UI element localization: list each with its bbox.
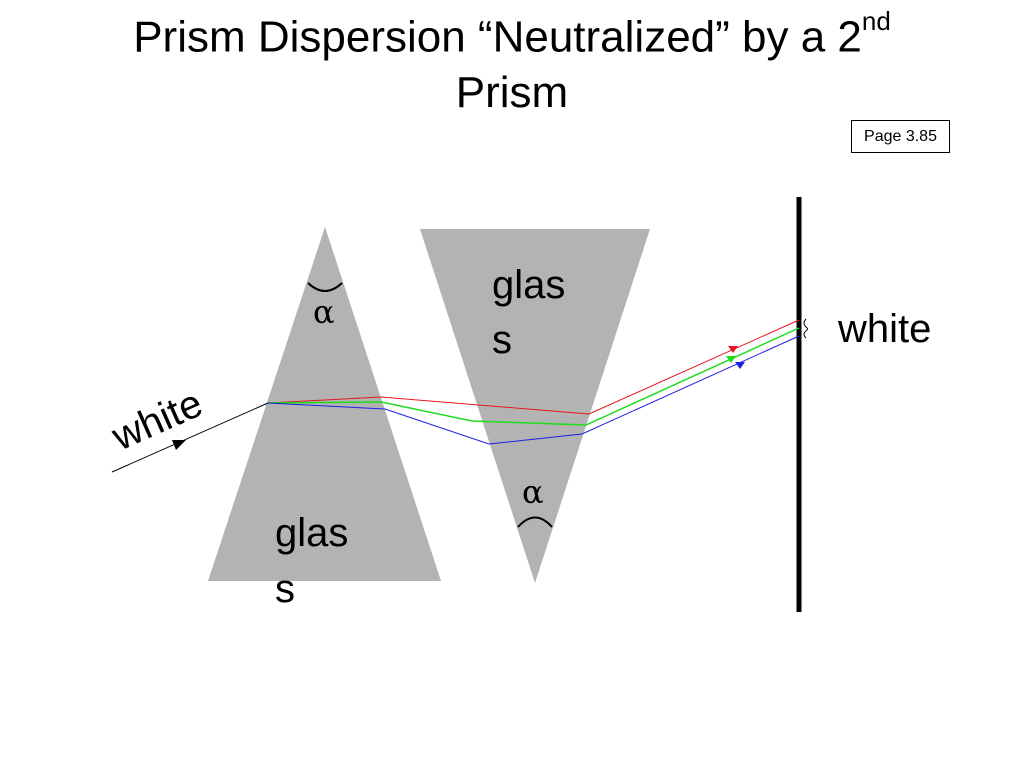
red-ray xyxy=(267,319,800,415)
dispersion-brace xyxy=(803,318,808,339)
title-line-1: Prism Dispersion “Neutralized” by a 2 xyxy=(133,12,862,62)
prism-2-label-line-1: glas xyxy=(492,263,565,307)
title-line-2: Prism xyxy=(455,67,569,117)
prism-2-label-line-2: s xyxy=(492,318,512,362)
incoming-white-ray xyxy=(111,402,269,473)
blue-ray-arrowhead xyxy=(735,362,745,369)
slide-title: Prism Dispersion “Neutralized” by a 2nd … xyxy=(0,0,1024,120)
green-ray-arrowhead xyxy=(726,356,736,363)
green-ray xyxy=(267,327,800,426)
prism-1-label-line-2: s xyxy=(275,567,295,611)
prism-2 xyxy=(420,229,650,583)
blue-ray xyxy=(267,335,800,445)
prism-1-label-line-1: glas xyxy=(275,511,348,555)
incoming-ray-arrowhead xyxy=(172,440,186,450)
prism-1-angle-arc xyxy=(307,282,343,292)
incoming-white-label: white xyxy=(105,381,209,460)
page-reference: Page 3.85 xyxy=(851,120,950,153)
outgoing-white-label: white xyxy=(837,307,931,351)
title-superscript: nd xyxy=(861,6,891,36)
prism-1-angle-label: α xyxy=(313,293,335,331)
red-ray-arrowhead xyxy=(728,346,738,353)
prism-2-angle-label: α xyxy=(522,473,544,511)
prism-1 xyxy=(208,227,441,581)
prism-2-angle-arc xyxy=(517,516,553,528)
